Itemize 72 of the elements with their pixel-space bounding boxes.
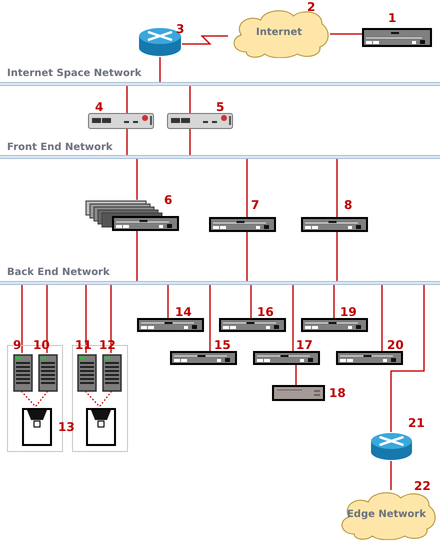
connection-line (381, 285, 383, 351)
connection-line (390, 461, 392, 490)
network-appliance-icon (88, 113, 154, 129)
connection-line (250, 285, 252, 318)
rack-server-icon (170, 351, 237, 365)
connection-line (46, 285, 48, 353)
callout-number: 17 (296, 339, 313, 352)
connection-line (336, 232, 338, 281)
rack-server-icon (336, 351, 403, 365)
connection-line (295, 365, 297, 385)
rack-server-icon (137, 318, 204, 332)
connection-line (189, 86, 191, 113)
connection-line (85, 285, 87, 353)
callout-number: 21 (408, 417, 425, 430)
callout-number: 5 (216, 101, 224, 114)
tower-server-icon (38, 354, 58, 392)
connection-line (390, 285, 425, 432)
dotted-line (99, 390, 112, 408)
storage-array-icon (22, 408, 52, 446)
connection-line (292, 285, 294, 351)
callout-number: 8 (344, 199, 352, 212)
callout-number: 4 (95, 101, 104, 114)
dotted-line (21, 390, 36, 408)
callout-number: 3 (176, 23, 184, 36)
rack-server-icon (301, 318, 368, 332)
rack-server-icon (209, 217, 276, 232)
rack-server-icon (253, 351, 320, 365)
connection-line (136, 159, 138, 200)
tower-server-icon (102, 354, 122, 392)
callout-number: 18 (329, 387, 346, 400)
connection-line (246, 159, 248, 217)
callout-number: 2 (307, 1, 316, 14)
connection-line (336, 159, 338, 217)
callout-number: 20 (387, 339, 404, 352)
rack-server-icon (301, 217, 368, 232)
cloud-label: Internet (254, 26, 303, 40)
network-label: Back End Network (7, 266, 110, 280)
callout-number: 19 (340, 306, 357, 319)
tower-server-icon (13, 354, 33, 392)
connection-line (126, 86, 128, 113)
callout-number: 16 (257, 306, 274, 319)
connection-line (182, 35, 228, 45)
callout-number: 13 (58, 421, 75, 434)
callout-number: 14 (175, 306, 192, 319)
connection-line (333, 285, 335, 318)
connection-line (126, 129, 128, 155)
dotted-line (85, 390, 100, 408)
connection-line (246, 232, 248, 281)
callout-number: 15 (214, 339, 231, 352)
callout-number: 22 (414, 480, 431, 493)
callout-number: 9 (13, 339, 22, 352)
network-label: Front End Network (7, 141, 113, 155)
connection-line (110, 285, 112, 353)
callout-number: 6 (164, 194, 172, 207)
connection-line (330, 33, 362, 35)
router-icon (370, 432, 413, 461)
connection-line (209, 285, 211, 351)
callout-number: 1 (388, 12, 396, 25)
connection-line (167, 285, 169, 318)
connection-line (21, 285, 23, 353)
connection-line (136, 231, 138, 281)
dotted-line (35, 390, 48, 408)
connection-line (159, 57, 161, 82)
rack-server-icon (219, 318, 286, 332)
tower-server-icon (77, 354, 97, 392)
network-label: Internet Space Network (7, 67, 142, 81)
storage-array-icon (86, 408, 116, 446)
connection-line (189, 129, 191, 155)
callout-number: 7 (251, 199, 260, 212)
network-appliance-icon (167, 113, 233, 129)
network-appliance-icon (272, 385, 325, 401)
rack-server-icon (362, 28, 432, 47)
